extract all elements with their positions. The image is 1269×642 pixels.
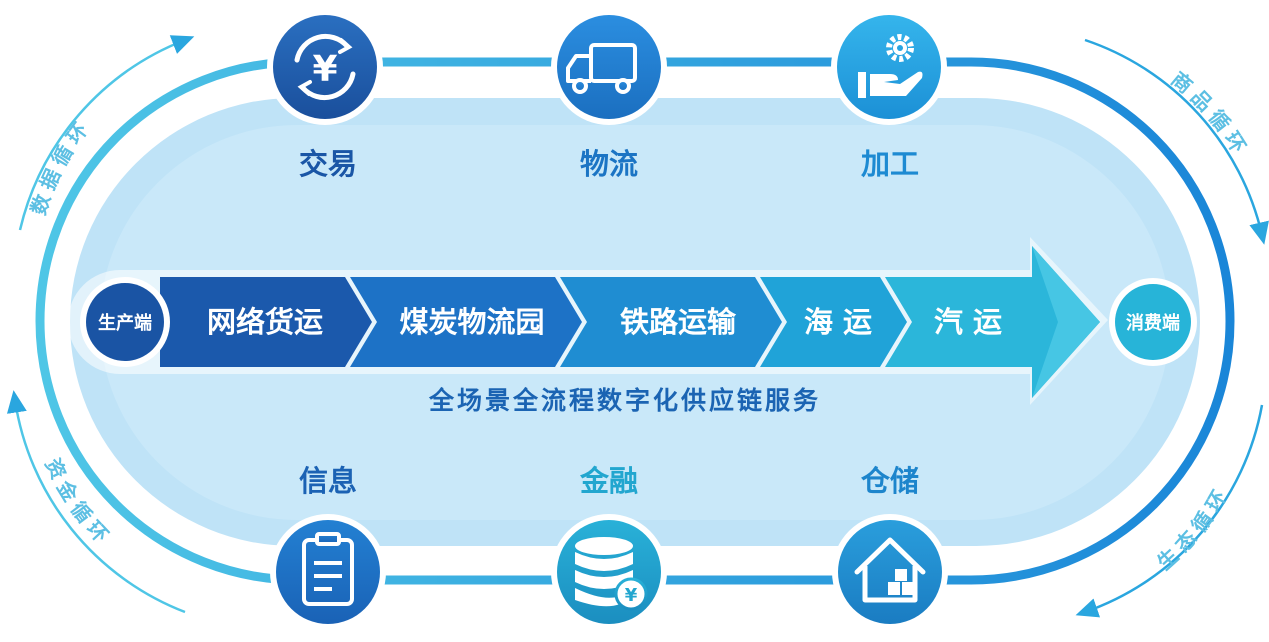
- service-node-warehouse-bg: [838, 520, 942, 624]
- cycle-arrow-bottom-right: [1075, 404, 1264, 618]
- finance-yuan-symbol: ¥: [625, 585, 638, 606]
- start-node: [86, 283, 164, 361]
- service-node-information: [270, 514, 386, 630]
- service-label-trade: 交易: [299, 147, 357, 181]
- service-node-processing: [831, 9, 947, 125]
- cycle-arrow-top-right: [1084, 38, 1269, 245]
- service-node-processing-bg: [837, 15, 941, 119]
- yuan-symbol: ¥: [312, 49, 337, 90]
- end-node: [1115, 284, 1191, 360]
- chain-step-4: 海 运: [804, 305, 872, 339]
- chain-segment-2: [350, 277, 582, 367]
- service-node-finance-bg: [557, 520, 661, 624]
- database-yuan-icon: [575, 537, 648, 611]
- end-node-label: 消费端: [1126, 312, 1180, 334]
- service-node-trade-bg: [273, 15, 377, 119]
- chain-caption: 全场景全流程数字化供应链服务: [428, 386, 821, 415]
- cycle-label-top-left: 数据循环: [26, 113, 96, 218]
- cycle-arrow-top-left: [18, 35, 195, 231]
- service-label-finance: 金融: [579, 464, 638, 498]
- chain-segment-1: [160, 277, 372, 367]
- service-node-logistics-bg: [557, 15, 661, 119]
- service-label-warehouse: 仓储: [860, 464, 919, 498]
- service-node-warehouse: [832, 514, 948, 630]
- hand-gear-icon: [858, 34, 923, 98]
- service-label-logistics: 物流: [580, 147, 638, 181]
- warehouse-icon: [854, 537, 926, 603]
- start-node-label: 生产端: [98, 312, 152, 334]
- chain-segment-4: [760, 277, 907, 367]
- chain-step-5: 汽 运: [934, 305, 1002, 339]
- truck-icon: [566, 43, 637, 94]
- service-node-finance: ¥: [551, 514, 667, 630]
- chain-arrow-head-highlight: [1032, 246, 1100, 398]
- chain-step-2: 煤炭物流园: [399, 305, 544, 339]
- service-node-logistics: [551, 9, 667, 125]
- supply-chain-arrow: [68, 237, 1108, 405]
- chain-step-1: 网络货运: [207, 305, 323, 339]
- service-label-information: 信息: [299, 464, 357, 498]
- service-label-processing: 加工: [861, 147, 919, 181]
- cycle-arrow-bottom-left: [6, 390, 186, 614]
- yuan-exchange-icon: [294, 33, 356, 101]
- service-node-trade: ¥: [267, 9, 383, 125]
- cycle-label-top-right: 商品循环: [1167, 67, 1254, 162]
- chain-step-3: 铁路运输: [620, 305, 737, 339]
- clipboard-icon: [302, 532, 354, 606]
- chain-segment-3: [560, 277, 782, 367]
